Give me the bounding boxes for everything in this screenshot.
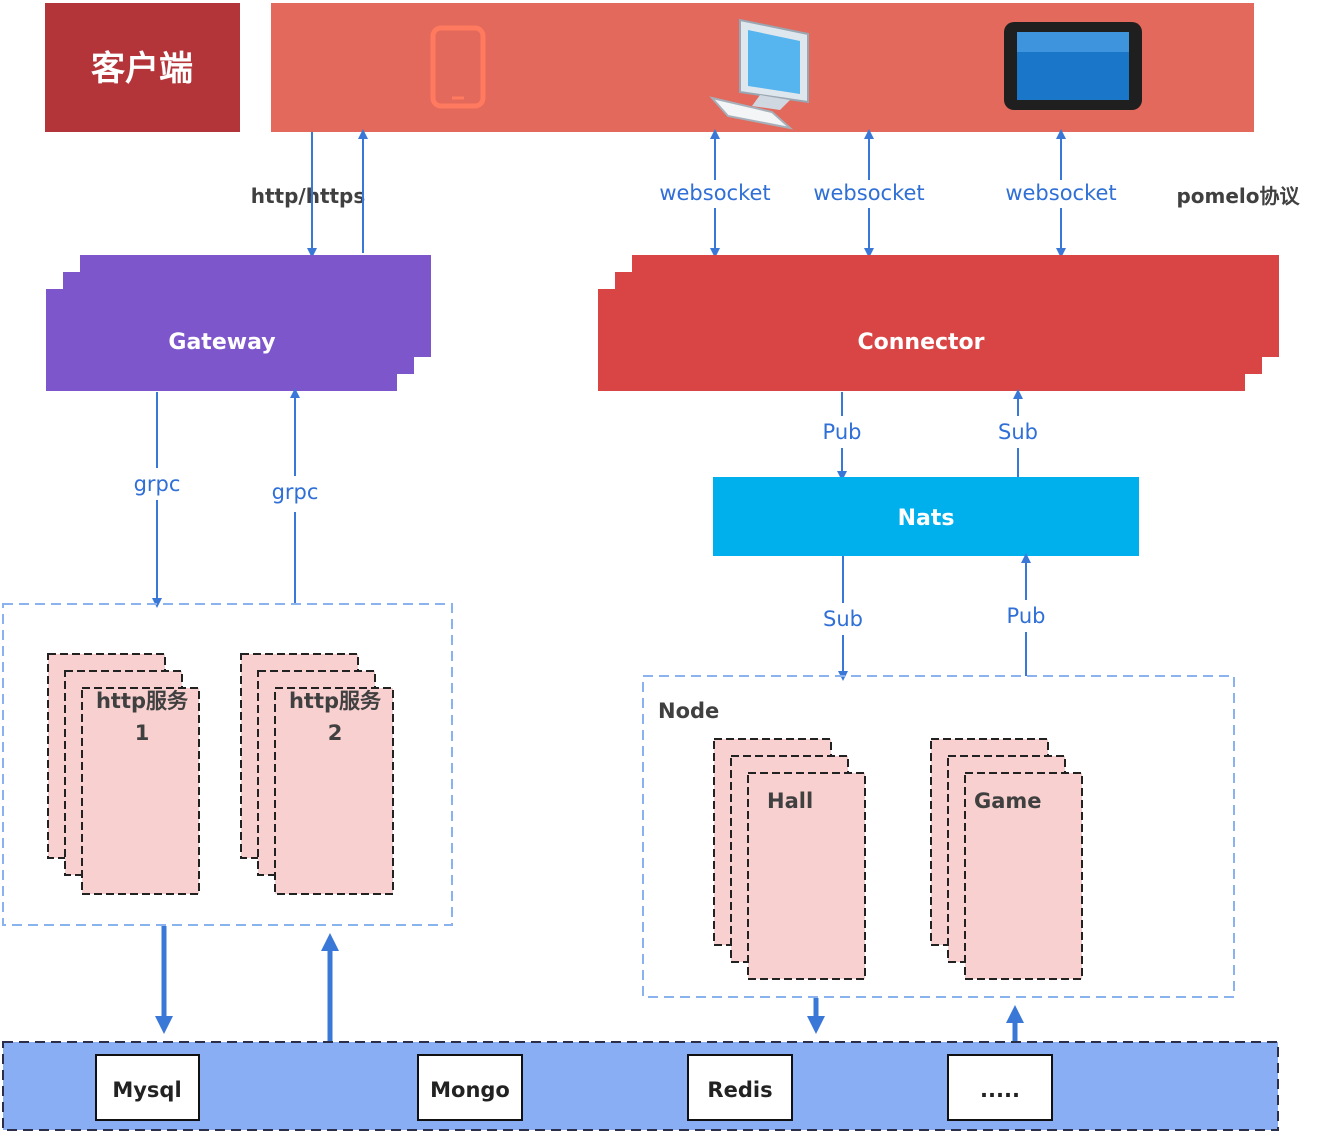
http-service-1-name: http服务 — [96, 689, 189, 713]
client-box: 客户端 — [45, 3, 240, 132]
gateway-box: Gateway — [46, 255, 431, 391]
mongo-label: Mongo — [430, 1078, 510, 1102]
sub-label-top: Sub — [998, 420, 1038, 444]
storage-arrows — [155, 926, 1024, 1042]
connector-nats-arrows — [837, 389, 1023, 481]
http-service-2-name: http服务 — [289, 689, 382, 713]
grpc-arrows — [152, 388, 300, 608]
nats-box: Nats — [713, 477, 1139, 556]
game-service: Game — [930, 738, 1083, 980]
hall-service: Hall — [713, 738, 866, 980]
websocket-label-2: websocket — [813, 181, 924, 205]
mysql-box: Mysql — [95, 1054, 200, 1121]
hall-label: Hall — [767, 789, 813, 813]
phone-icon — [430, 25, 486, 109]
websocket-label-1: websocket — [659, 181, 770, 205]
pub-label-bottom: Pub — [1007, 604, 1046, 628]
http-label: http/https — [251, 184, 366, 208]
pomelo-label: pomelo协议 — [1176, 184, 1300, 208]
pub-label-top: Pub — [823, 420, 862, 444]
http-arrows — [307, 129, 368, 258]
redis-label: Redis — [707, 1078, 772, 1102]
nats-label: Nats — [898, 506, 955, 531]
more-label: ..... — [980, 1078, 1020, 1102]
mysql-label: Mysql — [112, 1078, 181, 1102]
http-service-2: http服务 2 — [240, 653, 394, 895]
nats-node-arrows — [838, 553, 1031, 681]
more-box: ..... — [947, 1054, 1053, 1121]
websocket-label-3: websocket — [1005, 181, 1116, 205]
gateway-label: Gateway — [168, 330, 275, 355]
device-bar — [271, 3, 1254, 132]
grpc-label-up: grpc — [272, 480, 319, 504]
connector-box: Connector — [598, 255, 1279, 391]
node-title: Node — [658, 699, 719, 723]
desktop-computer-icon — [709, 18, 809, 130]
http-service-1: http服务 1 — [47, 653, 200, 895]
grpc-label-down: grpc — [134, 472, 181, 496]
tablet-icon — [1004, 22, 1142, 110]
http-service-1-index: 1 — [135, 721, 150, 745]
websocket-arrows — [710, 129, 1066, 258]
http-services-container — [2, 603, 453, 926]
mongo-box: Mongo — [417, 1054, 523, 1121]
http-service-2-index: 2 — [328, 721, 343, 745]
game-label: Game — [974, 789, 1042, 813]
redis-box: Redis — [687, 1054, 793, 1121]
storage-bar: Mysql Mongo Redis ..... — [2, 1041, 1279, 1131]
client-title: 客户端 — [91, 49, 193, 89]
connector-label: Connector — [857, 330, 984, 355]
sub-label-bottom: Sub — [823, 607, 863, 631]
node-container — [642, 675, 1235, 998]
